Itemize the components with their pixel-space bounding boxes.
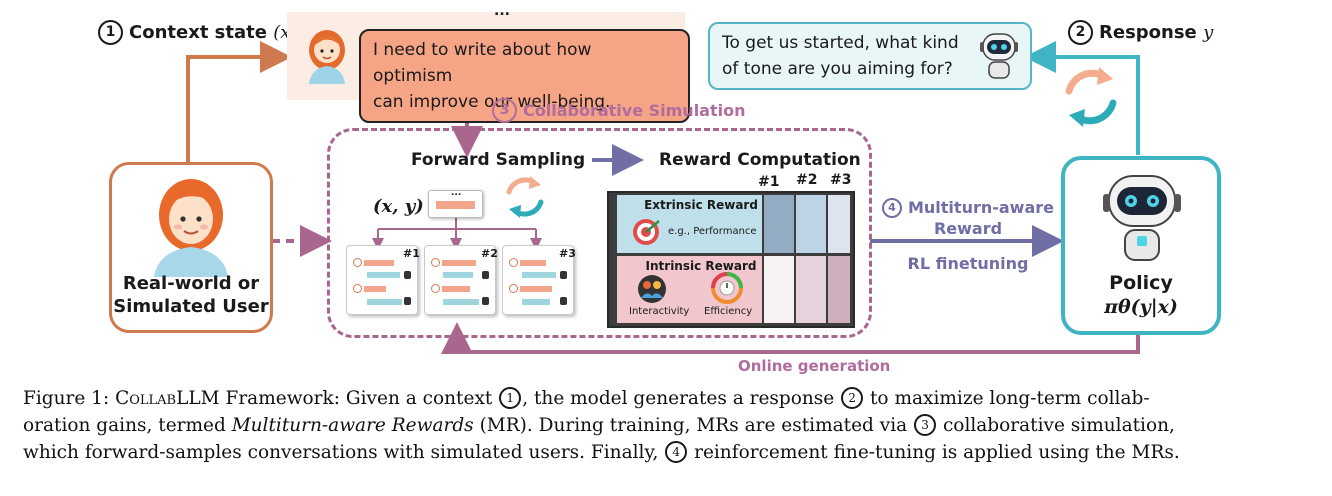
user-avatar-icon	[154, 179, 228, 277]
bot-message-line1: To get us started, what kind	[722, 33, 959, 53]
figure-caption: Figure 1: CollabLLM Framework: Given a c…	[23, 385, 1313, 466]
intrinsic-reward-box: Intrinsic Reward Interactivity Efficienc…	[617, 256, 762, 323]
forward-sampling-title: Forward Sampling	[411, 150, 586, 170]
arrow-user-to-context	[186, 41, 292, 165]
user-card: Real-world or Simulated User	[109, 162, 273, 333]
column-label-3: #3	[830, 172, 852, 188]
score-ext-1	[764, 195, 794, 253]
reward-computation-title: Reward Computation	[659, 150, 861, 170]
sampling-cycle-icon	[506, 176, 544, 218]
efficiency-icon	[711, 272, 743, 304]
xy-mini-chat: ...	[428, 188, 483, 218]
rl-finetuning-label: RL finetuning	[907, 254, 1029, 273]
policy-label: Policy	[1109, 272, 1173, 294]
bot-avatar-small-icon	[980, 33, 1018, 79]
score-int-1	[764, 256, 794, 323]
caption-line-1: Figure 1: CollabLLM Framework: Given a c…	[23, 387, 1150, 409]
user-message-line1: I need to write about how optimism	[373, 40, 592, 86]
arrow-policy-to-response	[1024, 41, 1140, 155]
context-ellipsis: ...	[494, 3, 510, 19]
interactivity-icon	[638, 275, 666, 303]
score-int-3	[828, 256, 850, 323]
user-message-bubble: I need to write about how optimism can i…	[359, 29, 690, 123]
score-ext-3	[828, 195, 850, 253]
bot-message-line2: of tone are you aiming for?	[722, 59, 953, 79]
arrow-online-generation	[441, 322, 1140, 354]
column-label-2: #2	[796, 172, 818, 188]
caption-line-2: oration gains, termed Multiturn-aware Re…	[23, 414, 1175, 436]
policy-robot-icon	[1103, 175, 1181, 261]
connectors	[186, 41, 1140, 354]
policy-formula: πθ(y|x)	[1104, 296, 1178, 318]
user-avatar-small-icon	[309, 30, 345, 84]
bot-message-bubble: To get us started, what kind of tone are…	[708, 22, 1032, 90]
sample-chat-3: #3	[502, 245, 576, 315]
interactivity-label: Interactivity	[629, 306, 690, 317]
sample-chat-1: #1	[346, 245, 420, 315]
user-message-line2: can improve our well-being.	[373, 92, 611, 112]
column-label-1: #1	[758, 174, 780, 190]
extrinsic-reward-box: Extrinsic Reward e.g., Performance	[617, 195, 762, 253]
collaborative-simulation-box	[327, 128, 872, 338]
caption-line-3: which forward-samples conversations with…	[23, 441, 1180, 463]
reward-panel: Extrinsic Reward e.g., Performance Intri…	[607, 191, 855, 328]
refresh-cycle-icon	[1065, 67, 1117, 127]
efficiency-label: Efficiency	[704, 306, 753, 317]
target-icon	[633, 219, 660, 245]
score-int-2	[796, 256, 826, 323]
policy-card: Policy πθ(y|x)	[1061, 156, 1221, 335]
score-ext-2	[796, 195, 826, 253]
user-card-label: Real-world or Simulated User	[113, 273, 269, 317]
xy-label: (x, y)	[373, 196, 424, 217]
online-generation-label: Online generation	[738, 357, 891, 375]
sample-chat-2: #2	[424, 245, 498, 315]
